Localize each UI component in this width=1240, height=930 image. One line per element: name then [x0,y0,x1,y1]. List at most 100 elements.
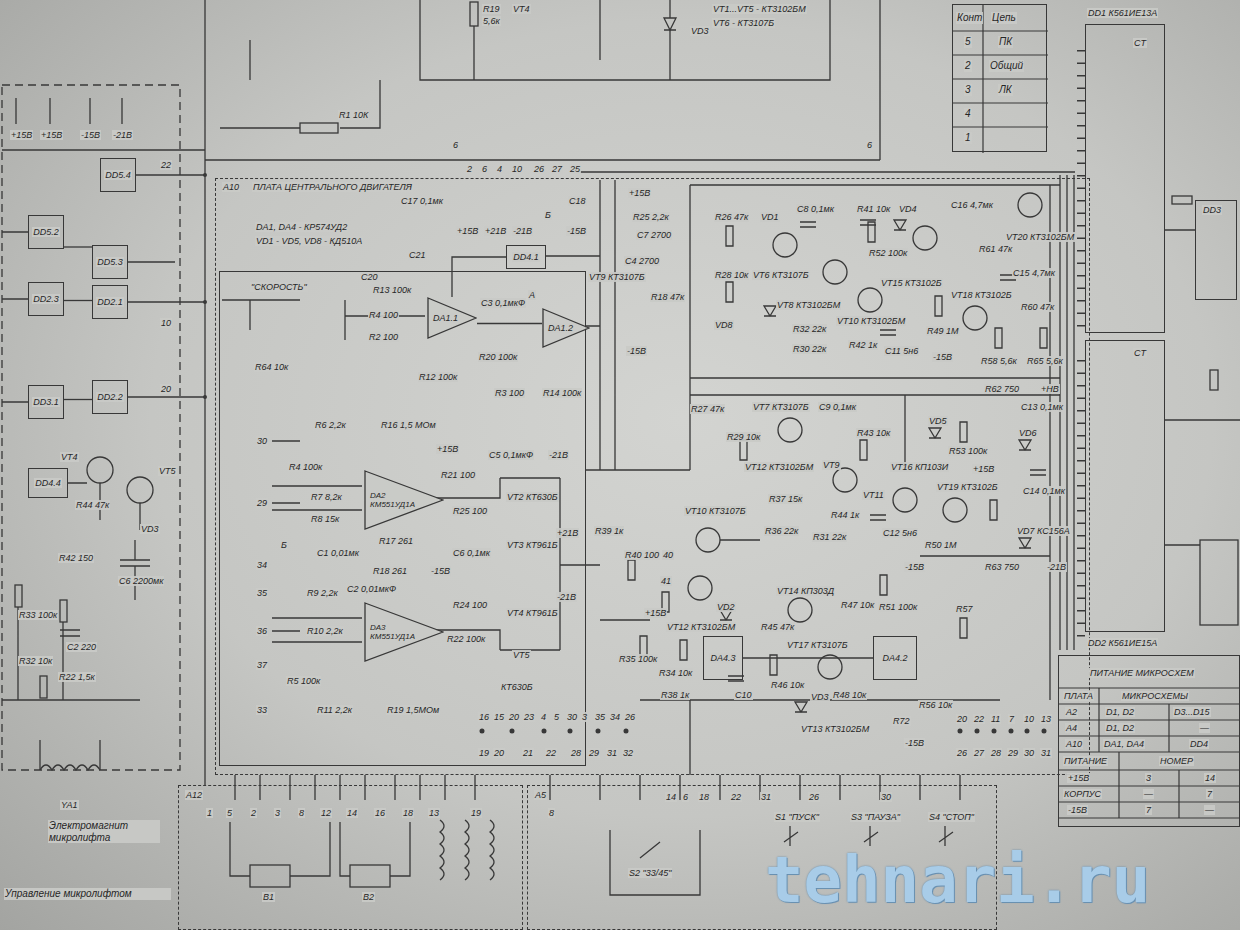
component-label: DA1, DA4 - КР574УД2 [255,222,348,232]
pin-number: 20 [508,712,520,722]
component-label: R22 100к [446,634,486,644]
component-label: R20 100к [478,352,518,362]
component-label: S1 "ПУСК" [774,812,820,822]
table-rule [1059,687,1240,688]
table-rule [1118,752,1119,818]
component-label: R34 10к [658,668,693,678]
component-label: R45 47к [760,622,795,632]
component-label: C7 2700 [636,230,672,240]
table-rule [982,5,983,153]
table-grid [1059,656,1240,828]
wire [235,775,960,800]
pin-number: 10 [1023,714,1035,724]
cell-text: — [1199,723,1210,733]
sensor-symbol [250,865,290,887]
component-label: C17 0,1мк [400,196,444,206]
node-text: DD5.2 [32,227,60,237]
component-label: VT10 КТ3102БМ [836,316,906,326]
component-label: -15В [430,566,451,576]
component-label: R46 10к [770,680,805,690]
component-label: R47 10к [840,600,875,610]
wire-connector [64,300,92,301]
ic-box: DA4.3 [703,636,743,680]
resistor-symbol [470,2,478,26]
component-label: -15В [80,130,101,140]
component-label: R18 47к [650,292,685,302]
cell-text: ПЛАТА [1063,691,1094,701]
pin-number: 15 [493,712,505,722]
table-rule [1059,785,1240,786]
component-label: VD8 [714,320,734,330]
pin-number: 34 [256,560,268,570]
cell-text: DA1, DA4 [1103,739,1145,749]
component-label: R41 10к [856,204,891,214]
pin-number: 22 [730,792,742,802]
component-label: R43 10к [856,428,891,438]
component-label: VT17 КТ3107Б [786,640,849,650]
component-label: R29 10к [726,432,761,442]
wire [1060,175,1074,650]
cell-text: — [1204,805,1215,815]
component-label: -15В [566,226,587,236]
pin-number: 31 [1040,748,1052,758]
component-label: Электромагнит микролифта [48,820,160,843]
transistor-symbol [943,498,967,522]
pin-number: 14 [346,808,358,818]
component-label: C18 [568,196,587,206]
pin-number: 6 [452,140,459,150]
pin-number: 26 [808,792,820,802]
component-label: R8 15к [310,514,340,524]
component-label: B1 [262,892,275,902]
text-stack: DD2.1 [93,286,127,318]
component-label: VD6 [1018,428,1038,438]
component-label: R56 10к [918,700,953,710]
table-rule [1098,688,1099,752]
wire [222,300,585,650]
component-label: +15В [972,464,995,474]
component-label: R16 1,5 МОм [380,420,437,430]
cell-text: CT [1133,38,1147,48]
wire [1165,230,1240,545]
resistor-symbol [40,676,47,698]
pin-number: 7 [1008,714,1015,724]
component-label: R6 2,2к [314,420,347,430]
logic-gate: DD2.1 [92,285,128,319]
component-label: VT16 КП103И [890,462,949,472]
wire-connector [452,257,506,297]
component-label: C14 0,1мк [1022,486,1066,496]
component-label: R60 47к [1020,302,1055,312]
cell-text: A4 [1065,723,1078,733]
component-label: R33 100к [18,610,58,620]
component-label: R19 [482,4,501,14]
pin-number: 26 [533,164,545,174]
pin-number: 36 [256,626,268,636]
component-label: R30 22к [792,344,827,354]
transistor-symbol [858,288,882,312]
component-label: R42 1к [848,340,878,350]
component-label: VD1 - VD5, VD8 - КД510А [255,236,363,246]
cell-text: Цепь [991,12,1017,24]
pin-number: 18 [402,808,414,818]
table-rule [1059,769,1240,770]
cell-text: ПЛАТА ЦЕНТРАЛЬНОГО ДВИГАТЕЛЯ [252,182,413,192]
opamp-shape [428,298,476,338]
component-label: VT5 [158,466,177,476]
component-label: R44 1к [830,510,860,520]
wire [230,822,410,876]
component-label: R35 100к [618,654,658,664]
component-label: VT4 [60,452,79,462]
cell-text: D1, D2 [1105,723,1135,733]
cell-text: 7 [1206,789,1213,799]
transistor-symbol [1018,193,1042,217]
component-label: VT5 [512,650,531,660]
component-label: -21В [512,226,533,236]
transistor-symbol [127,477,153,503]
transistor-symbol [963,306,987,330]
pin-number: 29 [588,748,600,758]
cell-text: НОМЕР [1159,756,1194,766]
opamp-triangle: DA3КМ551УД1А [364,602,444,662]
component-label: R14 100к [542,388,582,398]
component-label: R58 5,6к [980,356,1018,366]
component-label: -21В [1046,562,1067,572]
transistor-symbol [688,576,712,600]
